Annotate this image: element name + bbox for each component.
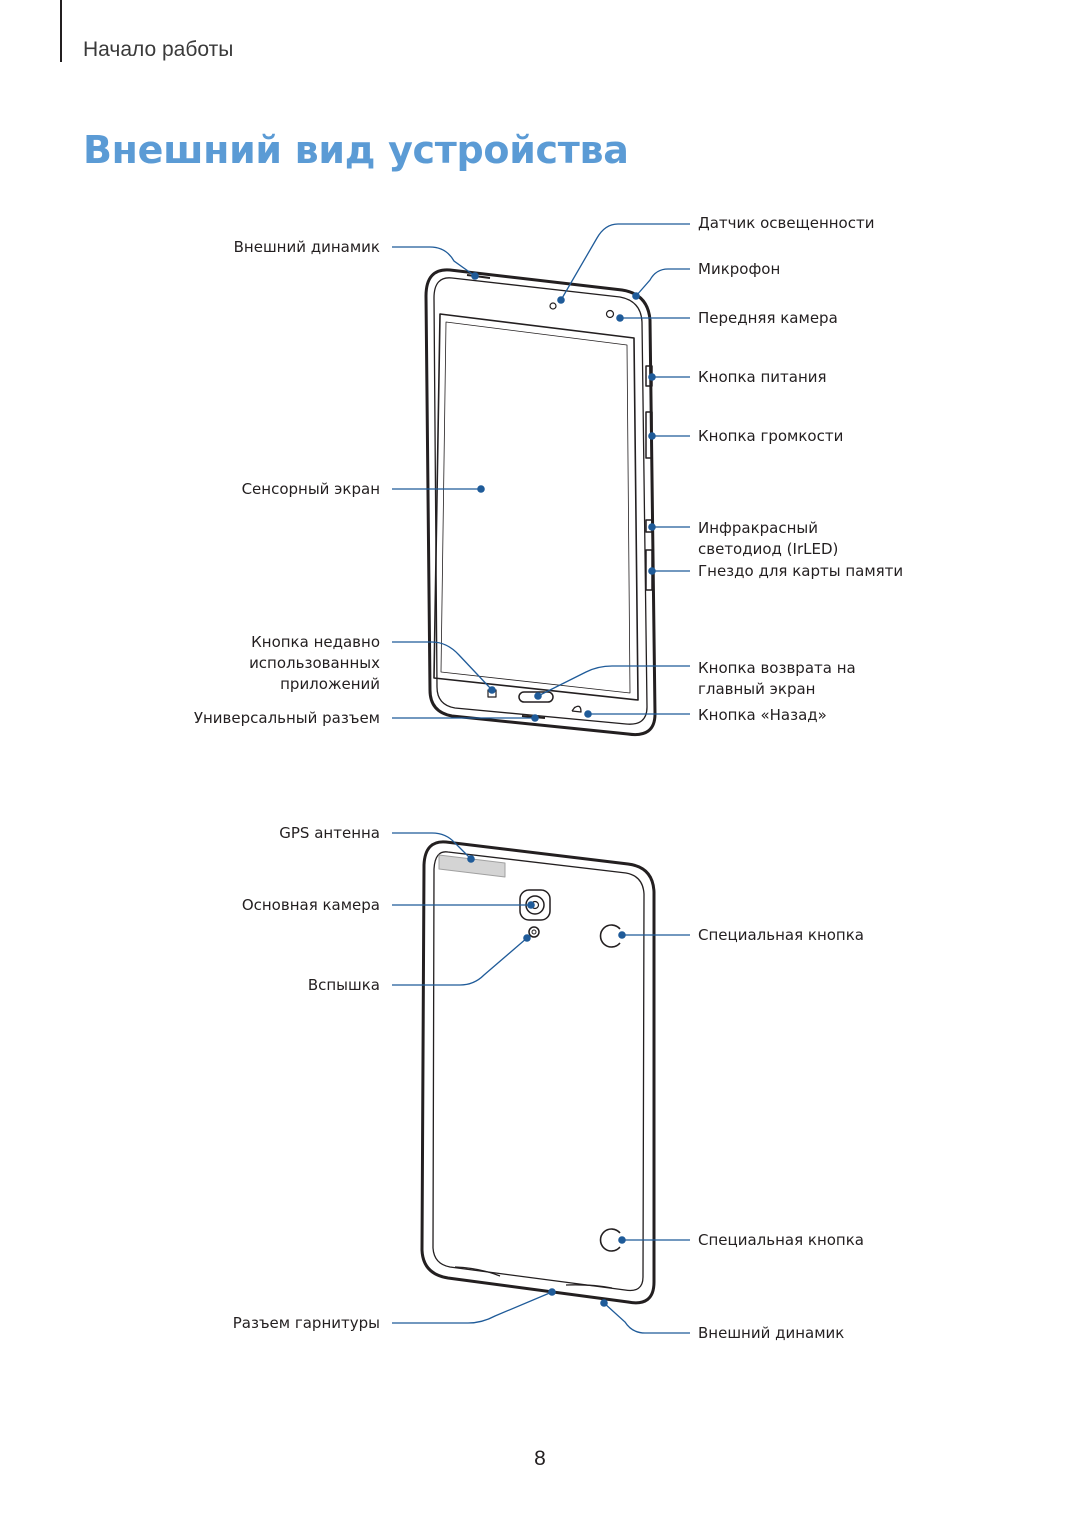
label-touchscreen: Сенсорный экран xyxy=(241,480,380,498)
section-rule xyxy=(60,0,62,62)
special-button-1-shape xyxy=(599,924,621,948)
callout-dot xyxy=(648,523,656,531)
page-number: 8 xyxy=(534,1447,546,1470)
callout-dot xyxy=(488,686,496,694)
label-flash: Вспышка xyxy=(307,976,380,994)
back-arrow-icon xyxy=(571,705,582,713)
label-recent-apps: Кнопка недавно использованных приложений xyxy=(249,632,380,695)
label-microphone: Микрофон xyxy=(698,260,781,278)
label-power-button: Кнопка питания xyxy=(698,368,827,386)
callout-dot xyxy=(471,272,479,280)
callout-dot xyxy=(648,373,656,381)
label-special-button-1: Специальная кнопка xyxy=(698,926,864,944)
label-memory-slot: Гнездо для карты памяти xyxy=(698,562,904,580)
light-sensor-icon xyxy=(549,302,557,310)
front-screen-inner xyxy=(440,321,631,694)
front-callout-lines xyxy=(392,223,690,719)
back-body-outline xyxy=(420,840,656,1305)
callout-dot xyxy=(534,692,542,700)
label-main-camera: Основная камера xyxy=(241,896,380,914)
callout-dot xyxy=(616,314,624,322)
callout-dot xyxy=(548,1288,556,1296)
front-body-outline xyxy=(424,268,657,737)
callout-dot xyxy=(600,1299,608,1307)
label-front-speaker: Внешний динамик xyxy=(233,238,380,256)
front-screen xyxy=(433,313,639,701)
bottom-notch-left xyxy=(454,1266,501,1277)
bottom-notch-right xyxy=(565,1284,613,1289)
callout-dot xyxy=(477,485,485,493)
back-callout-lines xyxy=(392,832,690,1334)
callout-dot xyxy=(531,714,539,722)
label-front-camera: Передняя камера xyxy=(698,309,838,327)
front-callout-dots xyxy=(471,272,656,722)
front-device-illustration xyxy=(424,268,657,737)
special-button-2-shape xyxy=(599,1228,621,1252)
callout-dot xyxy=(618,1236,626,1244)
callout-dot xyxy=(648,432,656,440)
label-recent-apps-line: Кнопка недавно xyxy=(251,633,380,651)
label-back-speaker: Внешний динамик xyxy=(698,1324,845,1342)
label-usb-port: Универсальный разъем xyxy=(193,709,380,727)
label-home-button-line: Кнопка возврата на xyxy=(698,659,856,677)
back-device-illustration xyxy=(420,840,656,1305)
label-light-sensor: Датчик освещенности xyxy=(698,214,875,232)
page-title: Внешний вид устройства xyxy=(83,128,629,172)
callout-dot xyxy=(584,710,592,718)
back-body-inner xyxy=(432,851,645,1292)
label-special-button-2: Специальная кнопка xyxy=(698,1231,864,1249)
home-button-shape xyxy=(518,691,554,703)
back-callout-dots xyxy=(467,855,626,1307)
front-camera-lens-icon xyxy=(605,309,615,319)
label-irled-line: Инфракрасный xyxy=(698,519,818,537)
callout-dot xyxy=(467,855,475,863)
gps-antenna-area xyxy=(438,854,506,878)
label-home-button: Кнопка возврата на главный экран xyxy=(698,658,856,700)
label-irled: Инфракрасный светодиод (IrLED) xyxy=(698,518,838,560)
label-irled-line: светодиод (IrLED) xyxy=(698,540,839,558)
label-headset-jack: Разъем гарнитуры xyxy=(232,1314,380,1332)
callout-dot xyxy=(557,296,565,304)
section-label: Начало работы xyxy=(83,38,234,61)
label-back-button: Кнопка «Назад» xyxy=(698,706,827,724)
callout-dot xyxy=(523,934,531,942)
flash-inner xyxy=(531,929,537,935)
callout-dot xyxy=(527,901,535,909)
front-body-inner xyxy=(433,277,648,725)
label-recent-apps-line: приложений xyxy=(280,675,380,693)
label-volume-button: Кнопка громкости xyxy=(698,427,844,445)
label-gps: GPS антенна xyxy=(279,824,380,842)
callout-dot xyxy=(632,292,640,300)
flash-icon xyxy=(528,926,540,938)
label-recent-apps-line: использованных xyxy=(249,654,380,672)
callout-dot xyxy=(618,931,626,939)
label-home-button-line: главный экран xyxy=(698,680,816,698)
callout-dot xyxy=(648,567,656,575)
